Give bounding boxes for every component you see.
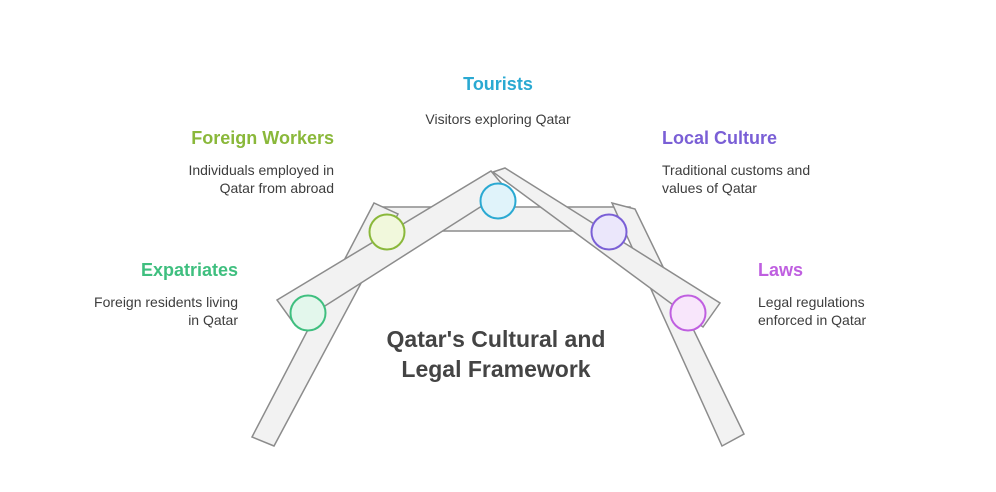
- foreign-workers-title: Foreign Workers: [191, 128, 334, 148]
- local-culture-title: Local Culture: [662, 128, 778, 148]
- laws-description: Legal regulations enforced in Qatar: [758, 294, 867, 328]
- local-culture-node: [590, 213, 628, 251]
- foreign-workers-label: Foreign Workers Individuals employed in …: [134, 128, 334, 197]
- expatriates-title: Expatriates: [140, 260, 238, 280]
- tourists-description: Visitors exploring Qatar: [425, 111, 571, 127]
- diagram-title: Qatar's Cultural and Legal Framework: [386, 326, 606, 382]
- foreign-workers-node: [368, 213, 406, 251]
- tourists-title: Tourists: [463, 74, 533, 94]
- tourists-node: [479, 182, 517, 220]
- local-culture-description: Traditional customs and values of Qatar: [662, 162, 811, 196]
- tourists-label: Tourists Visitors exploring Qatar: [398, 74, 598, 128]
- expatriates-label: Expatriates Foreign residents living in …: [38, 260, 238, 329]
- laws-node: [669, 294, 707, 332]
- expatriates-node: [289, 294, 327, 332]
- laws-label: Laws Legal regulations enforced in Qatar: [758, 260, 958, 329]
- local-culture-label: Local Culture Traditional customs and va…: [662, 128, 882, 197]
- expatriates-description: Foreign residents living in Qatar: [94, 294, 238, 328]
- laws-title: Laws: [758, 260, 804, 280]
- foreign-workers-description: Individuals employed in Qatar from abroa…: [188, 162, 334, 196]
